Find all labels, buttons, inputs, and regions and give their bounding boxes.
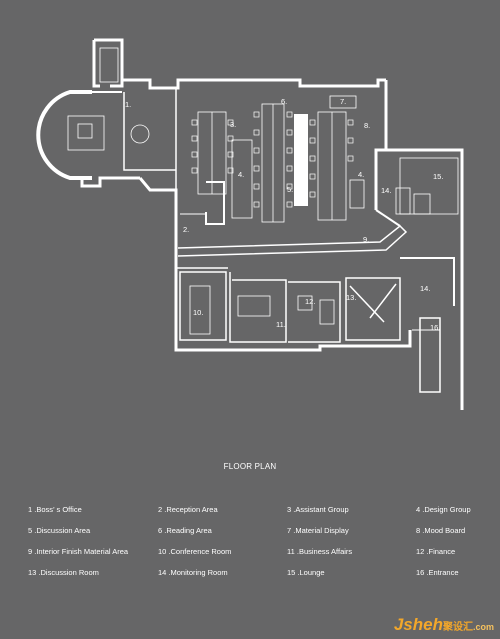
- room-label-10: 10.: [193, 308, 204, 317]
- legend-item-13: 13 .Discussion Room: [28, 568, 99, 577]
- room-label-14b: 14.: [420, 284, 431, 293]
- legend-item-9: 9 .Interior Finish Material Area: [28, 547, 129, 556]
- room-label-16: 16.: [430, 323, 441, 332]
- legend-item-7: 7 .Material Display: [287, 526, 349, 535]
- watermark-main: Jsheh: [393, 615, 443, 634]
- room-label-11: 11.: [276, 320, 286, 329]
- room-label-12: 12.: [305, 297, 316, 306]
- legend-item-11: 11 .Business Affairs: [287, 547, 353, 556]
- room-label-9: 9.: [363, 235, 370, 244]
- watermark-dot: .com: [472, 622, 494, 632]
- legend-item-12: 12 .Finance: [416, 547, 456, 556]
- room-label-4b: 4.: [358, 170, 365, 179]
- room-label-1: 1.: [125, 100, 132, 109]
- room-label-8: 8.: [364, 121, 371, 130]
- legend-item-4: 4 .Design Group: [416, 505, 471, 514]
- room-label-15: 15.: [433, 172, 444, 181]
- room-label-4a: 4.: [238, 170, 245, 179]
- room-label-3: 3.: [230, 120, 237, 129]
- room-label-13: 13.: [346, 293, 357, 302]
- legend-item-2: 2 .Reception Area: [158, 505, 218, 514]
- legend-item-6: 6 .Reading Area: [158, 526, 212, 535]
- room-label-7: 7.: [340, 97, 347, 106]
- legend-item-5: 5 .Discussion Area: [28, 526, 91, 535]
- room-label-14a: 14.: [381, 186, 392, 195]
- watermark-logo: Jsheh聚设汇.com: [394, 615, 494, 635]
- legend-item-14: 14 .Monitoring Room: [158, 568, 228, 577]
- legend-item-1: 1 .Boss’ s Office: [28, 505, 82, 514]
- watermark-cn: 聚设汇: [442, 622, 473, 633]
- legend-item-15: 15 .Lounge: [287, 568, 325, 577]
- room-label-6: 6.: [281, 97, 288, 106]
- legend-item-8: 8 .Mood Board: [416, 526, 466, 535]
- legend-item-10: 10 .Conference Room: [158, 547, 232, 556]
- room-label-5: 5.: [287, 185, 294, 194]
- legend-item-3: 3 .Assistant Group: [287, 505, 349, 514]
- legend-item-16: 16 .Entrance: [416, 568, 459, 577]
- plan-title: FLOOR PLAN: [223, 462, 277, 471]
- room-label-2: 2.: [183, 225, 190, 234]
